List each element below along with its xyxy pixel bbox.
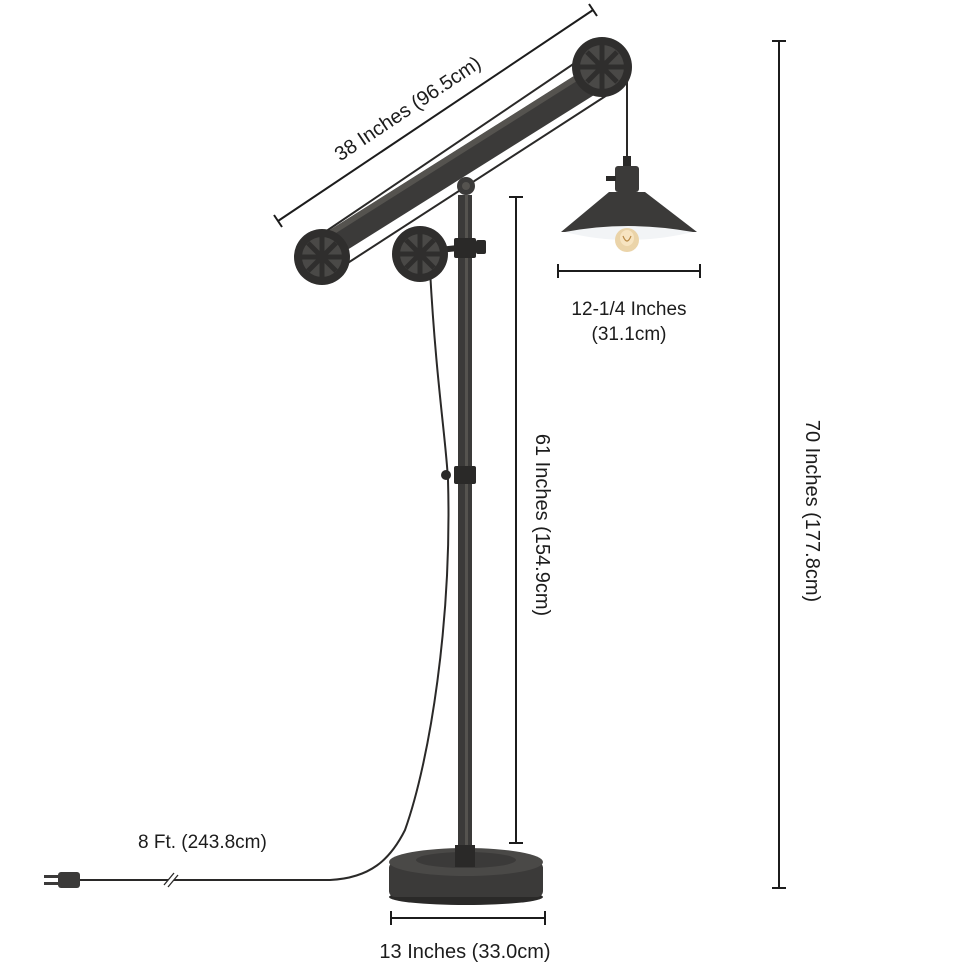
dimension-lines <box>273 3 786 925</box>
hanging-cord <box>429 269 449 481</box>
power-cord <box>80 479 450 881</box>
pulley-belt-bottom <box>339 87 619 269</box>
pole-height-label: 61 Inches (154.9cm) <box>531 433 553 617</box>
lamp-shade <box>561 156 697 252</box>
pulley-top <box>572 37 632 97</box>
pulley-middle <box>392 226 459 282</box>
shade-width-label: 12-1/4 Inches (31.1cm) <box>571 298 686 347</box>
base-width-label: 13 Inches (33.0cm) <box>379 941 551 963</box>
shade-width-label-line1: 12-1/4 Inches <box>571 299 687 320</box>
power-plug <box>44 872 179 888</box>
lamp-pole <box>441 177 486 867</box>
lamp-arm <box>314 57 618 262</box>
shade-width-label-line2: (31.1cm) <box>591 323 667 345</box>
cord-length-label: 8 Ft. (243.8cm) <box>138 832 267 853</box>
arm-length-tick-left <box>273 214 283 228</box>
pulley-left <box>294 229 350 285</box>
arm-length-tick-right <box>588 3 598 17</box>
cords <box>80 45 628 881</box>
arm-length-line <box>277 9 594 222</box>
pulley-belt-top <box>321 45 601 235</box>
total-height-label: 70 Inches (177.8cm) <box>801 419 823 603</box>
lamp-base <box>389 848 543 905</box>
